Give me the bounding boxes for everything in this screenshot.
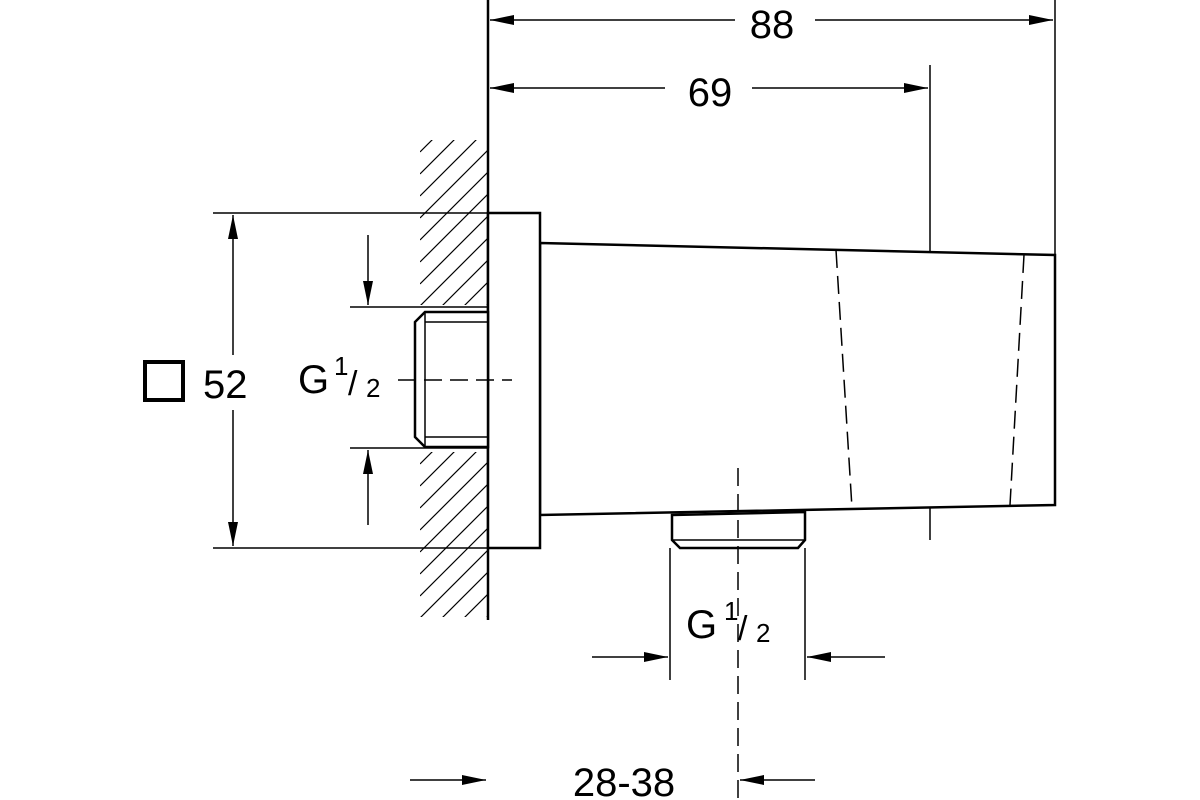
svg-text:/: / [738, 610, 748, 648]
hatch-line [420, 704, 488, 772]
svg-text:1: 1 [724, 596, 738, 626]
hatch-line [420, 452, 433, 465]
inlet-thread-label: G 1 / 2 [298, 351, 380, 403]
hatch-line [420, 171, 488, 241]
svg-text:2: 2 [756, 618, 770, 648]
hatch-line [420, 140, 433, 153]
hatch-line [420, 140, 455, 175]
hatch-line [420, 638, 488, 706]
hatch-line [420, 62, 488, 130]
hatch-line [420, 140, 477, 197]
hatch-line [420, 40, 488, 108]
hatch-line [420, 237, 488, 305]
hatch-line [442, 571, 488, 617]
dim-88: 88 [750, 3, 795, 47]
hatch-line [420, 452, 477, 509]
hatch-line [420, 483, 488, 553]
hatch-line [420, 193, 488, 263]
dim-69: 69 [688, 71, 733, 115]
hatch-line [420, 549, 488, 617]
hatch-line [420, 461, 488, 531]
hatch-line [486, 615, 488, 617]
wall-hatch [420, 40, 488, 772]
svg-text:2: 2 [366, 373, 380, 403]
hatch-line [420, 149, 488, 219]
dim-52: 52 [203, 363, 248, 407]
hatch-line [442, 259, 488, 305]
hatch-line [420, 660, 488, 728]
hatch-line [464, 593, 488, 617]
square-symbol [143, 360, 185, 402]
body [538, 241, 1057, 517]
hatch-line [420, 505, 488, 575]
outlet-thread-label: G 1 / 2 [686, 596, 770, 648]
hatch-line [420, 215, 488, 285]
hatch-line [464, 281, 488, 305]
svg-text:/: / [348, 365, 358, 403]
flange [486, 211, 542, 550]
svg-text:1: 1 [334, 351, 348, 381]
svg-text:G: G [298, 358, 329, 402]
hatch-line [420, 527, 488, 597]
hatch-line [420, 682, 488, 750]
svg-text:G: G [686, 603, 717, 647]
dim-28-38: 28-38 [573, 761, 675, 800]
hatch-line [420, 452, 455, 487]
